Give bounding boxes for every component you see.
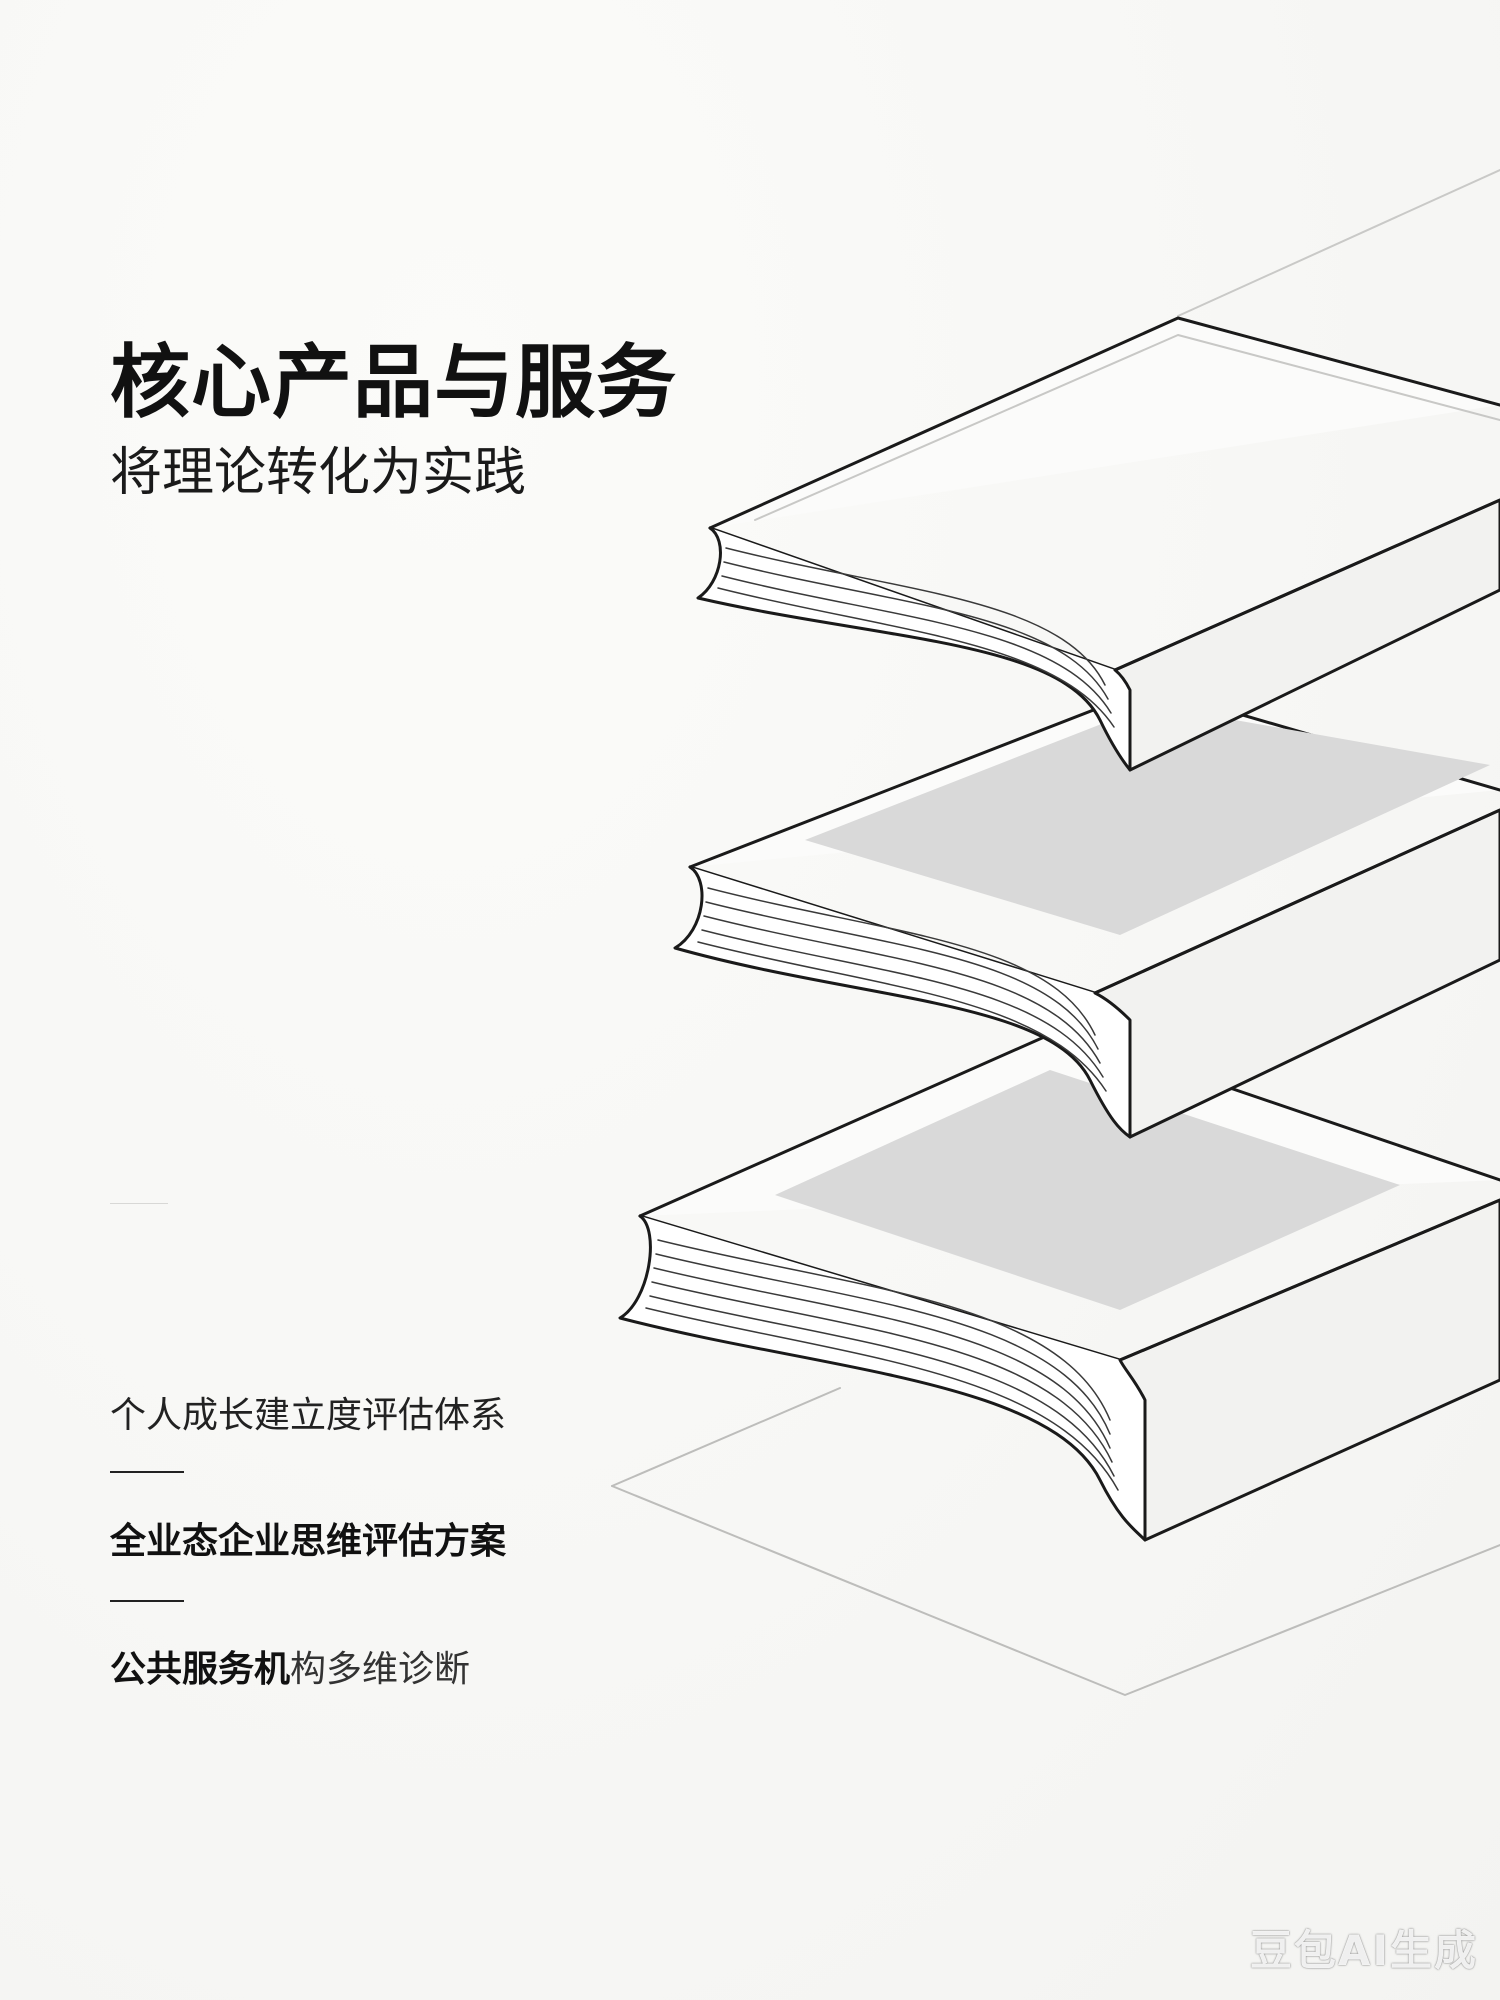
list-item-personal: 个人成长建立度评估体系 [110, 1395, 507, 1436]
list-item-public-service-light: 构多维诊断 [290, 1649, 471, 1690]
cover-inset-middle [805, 705, 1490, 935]
base-sheet-outline [611, 1387, 1500, 1696]
list-item-enterprise-text: 全业态企业思维评估方案 [110, 1521, 507, 1562]
divider-1 [110, 1471, 184, 1473]
book-top [696, 316, 1500, 772]
book-middle [673, 686, 1500, 1139]
page-title: 核心产品与服务 [110, 336, 677, 429]
book-bottom [618, 1028, 1500, 1542]
list-item-public-service: 公共服务机构多维诊断 [110, 1640, 470, 1692]
list-item-enterprise: 全业态企业思维评估方案 [110, 1512, 506, 1564]
cover-inset-bottom [775, 1070, 1400, 1310]
watermark: 豆包AI生成 [1249, 1926, 1478, 1975]
page-subtitle: 将理论转化为实践 [110, 443, 527, 503]
list-item-public-service-bold: 公共服务机 [110, 1649, 291, 1690]
guide-line-top [1177, 169, 1500, 317]
divider-2 [110, 1600, 184, 1602]
divider-top [110, 1203, 168, 1204]
